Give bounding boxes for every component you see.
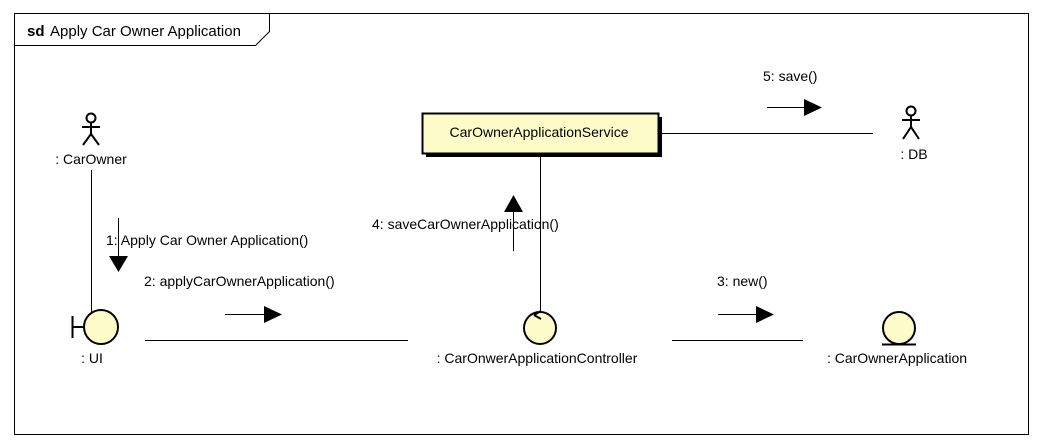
message-5-arrow-head <box>804 99 822 116</box>
participant-db: : DB <box>900 146 927 162</box>
participant-controller: : CarOnwerApplicationController <box>437 350 638 366</box>
frame-title-tab <box>14 13 270 46</box>
service-box <box>421 112 660 155</box>
participant-service: CarOwnerApplicationService <box>450 124 629 140</box>
participant-car-owner: : CarOwner <box>55 151 127 167</box>
participant-application: : CarOwnerApplication <box>827 350 967 366</box>
actor-icon <box>902 105 920 140</box>
message-3-arrow-head <box>756 306 774 323</box>
message-3-label: 3: new() <box>717 273 768 289</box>
message-2-label: 2: applyCarOwnerApplication() <box>144 273 335 289</box>
frame-title: Apply Car Owner Application <box>50 23 241 40</box>
message-1-label: 1: Apply Car Owner Application() <box>106 232 308 248</box>
message-5-label: 5: save() <box>763 68 817 84</box>
message-2-arrow-head <box>264 306 282 323</box>
participant-ui: : UI <box>81 350 103 366</box>
message-1-arrow-head <box>109 256 128 272</box>
frame-keyword: sd <box>27 23 45 40</box>
boundary-icon <box>71 309 119 345</box>
message-4-label: 4: saveCarOwnerApplication() <box>372 216 559 232</box>
actor-icon <box>82 112 100 146</box>
entity-icon <box>882 311 916 346</box>
control-icon <box>523 310 557 345</box>
message-4-arrow-head <box>504 195 523 212</box>
diagram-frame <box>14 13 1029 435</box>
